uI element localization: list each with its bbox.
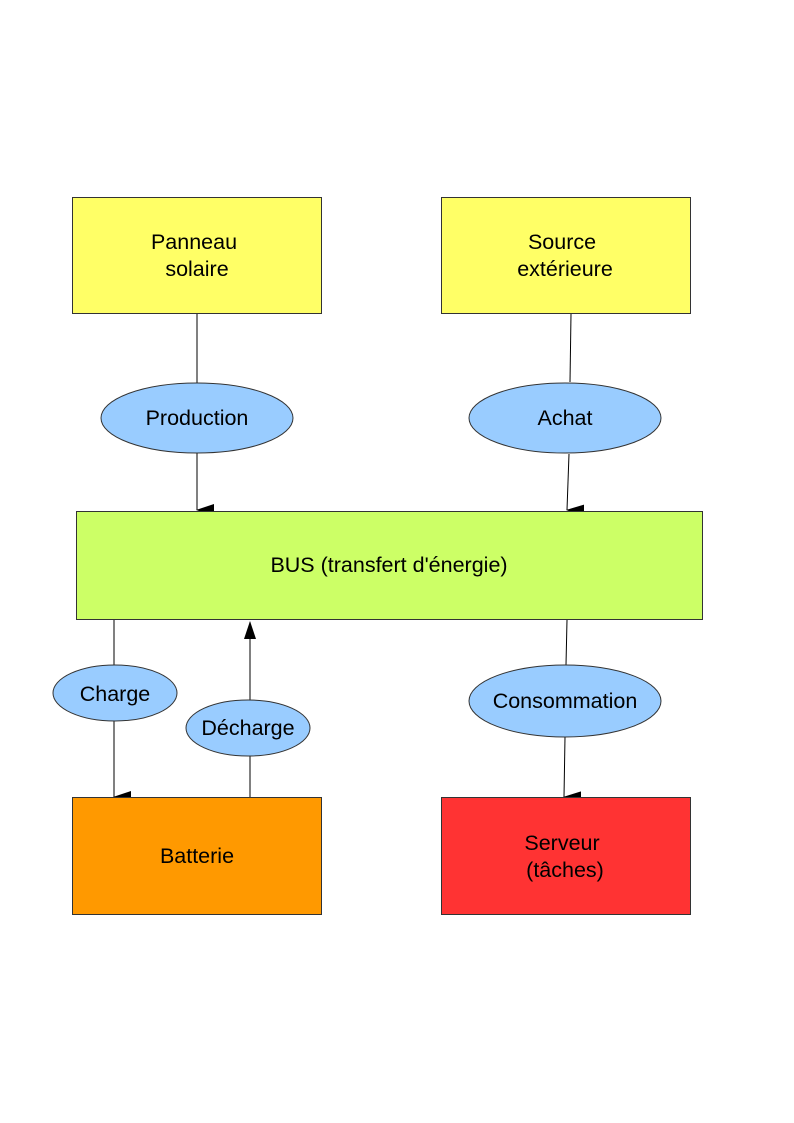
purchase-ellipse bbox=[468, 382, 662, 454]
charge-ellipse bbox=[52, 664, 178, 722]
svg-text:Source extérieure: Source extérieure bbox=[517, 230, 613, 281]
solar-panel-label-line2: solaire bbox=[165, 257, 228, 281]
edge-purchase-to-bus bbox=[566, 453, 585, 517]
server-node: Serveur (tâches) bbox=[441, 797, 691, 915]
solar-panel-node: Panneau solaire bbox=[72, 197, 322, 314]
battery-node: Batterie bbox=[72, 797, 322, 915]
solar-panel-box bbox=[72, 197, 322, 314]
discharge-flow: Décharge bbox=[185, 699, 311, 757]
external-source-label-line2: extérieure bbox=[517, 257, 613, 281]
svg-text:Panneau solaire: Panneau solaire bbox=[151, 230, 243, 281]
server-box bbox=[441, 797, 691, 915]
bus-label: BUS (transfert d'énergie) bbox=[270, 553, 507, 577]
external-source-box bbox=[441, 197, 691, 314]
production-label: Production bbox=[146, 406, 249, 430]
consumption-flow: Consommation bbox=[468, 664, 662, 738]
external-source-label-line1: Source bbox=[528, 230, 596, 254]
solar-panel-label-line1: Panneau bbox=[151, 230, 237, 254]
consumption-label: Consommation bbox=[493, 689, 638, 713]
charge-label: Charge bbox=[80, 682, 151, 706]
server-label-line2: (tâches) bbox=[526, 858, 604, 882]
discharge-label: Décharge bbox=[201, 716, 294, 740]
edge-bus-to-consumption bbox=[565, 619, 568, 666]
external-source-node: Source extérieure bbox=[441, 197, 691, 314]
battery-box bbox=[72, 797, 322, 915]
production-flow: Production bbox=[100, 382, 294, 454]
charge-flow: Charge bbox=[52, 664, 178, 722]
purchase-flow: Achat bbox=[468, 382, 662, 454]
edge-consumption-to-server bbox=[563, 736, 582, 804]
svg-text:Serveur (tâches): Serveur (tâches) bbox=[524, 831, 605, 882]
bus-box bbox=[76, 511, 703, 620]
consumption-ellipse bbox=[468, 664, 662, 738]
purchase-label: Achat bbox=[538, 406, 593, 430]
battery-label: Batterie bbox=[160, 844, 234, 868]
server-label-line1: Serveur bbox=[524, 831, 599, 855]
edge-source-to-purchase bbox=[569, 313, 572, 383]
bus-node: BUS (transfert d'énergie) bbox=[76, 511, 703, 620]
production-ellipse bbox=[100, 382, 294, 454]
discharge-ellipse bbox=[185, 699, 311, 757]
